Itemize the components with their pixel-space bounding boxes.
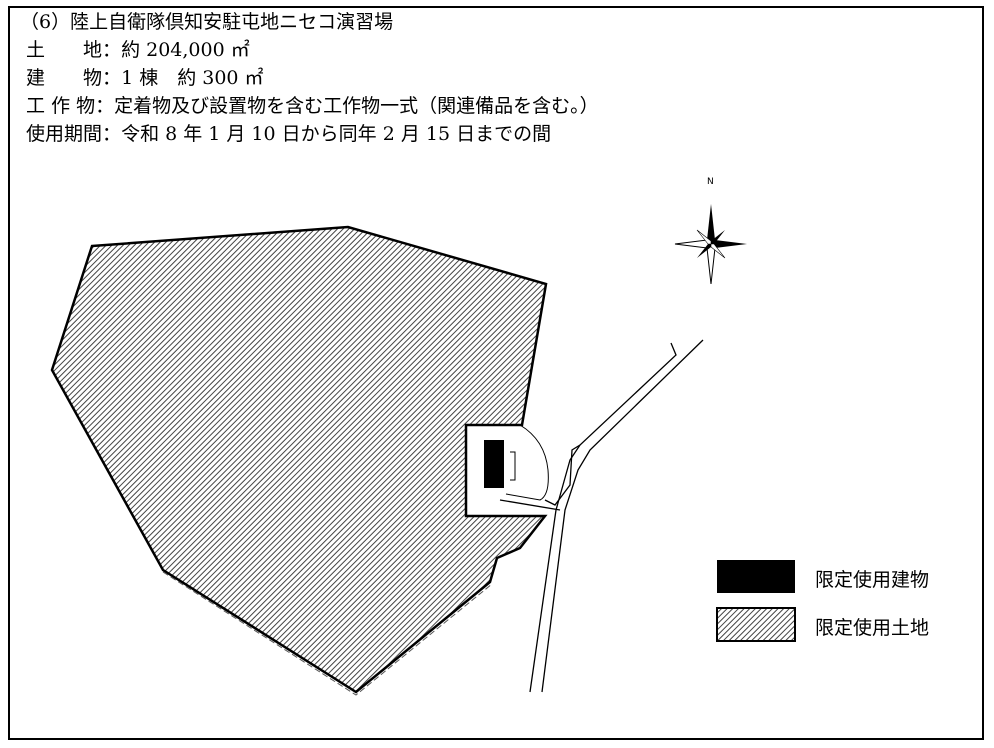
legend-label-land: 限定使用土地 xyxy=(815,617,930,639)
detail-structures: 工 作 物：定着物及び設置物を含む工作物一式（関連備品を含む。） xyxy=(20,92,599,120)
detail-value: 1 棟 約 300 ㎡ xyxy=(121,67,264,89)
detail-label: 土 地： xyxy=(26,39,122,61)
legend-swatch-building xyxy=(717,560,795,593)
legend-label-building: 限定使用建物 xyxy=(815,569,930,591)
restricted-building xyxy=(484,440,504,488)
detail-value: 令和 8 年 1 月 10 日から同年 2 月 15 日までの間 xyxy=(121,123,552,145)
header-text: （6）陸上自衛隊倶知安駐屯地ニセコ演習場 土 地：約 204,000 ㎡ 建 物… xyxy=(20,8,599,148)
detail-period: 使用期間：令和 8 年 1 月 10 日から同年 2 月 15 日までの間 xyxy=(20,120,599,148)
restricted-land-area xyxy=(50,225,548,694)
site-boundary xyxy=(505,424,549,501)
north-label: N xyxy=(707,177,714,187)
detail-value: 約 204,000 ㎡ xyxy=(121,39,250,61)
page-frame xyxy=(8,6,984,740)
title: （6）陸上自衛隊倶知安駐屯地ニセコ演習場 xyxy=(20,11,394,33)
legend-swatch-land xyxy=(716,607,796,642)
area-outline-dashed xyxy=(162,571,493,696)
detail-label: 使用期間： xyxy=(26,123,122,145)
north-compass-icon: N xyxy=(674,177,747,285)
detail-label: 建 物： xyxy=(26,67,122,89)
detail-land: 土 地：約 204,000 ㎡ xyxy=(20,36,599,64)
road xyxy=(499,339,704,693)
detail-value: 定着物及び設置物を含む工作物一式（関連備品を含む。） xyxy=(114,95,599,117)
detail-label: 工 作 物： xyxy=(26,95,115,117)
detail-building: 建 物：1 棟 約 300 ㎡ xyxy=(20,64,599,92)
